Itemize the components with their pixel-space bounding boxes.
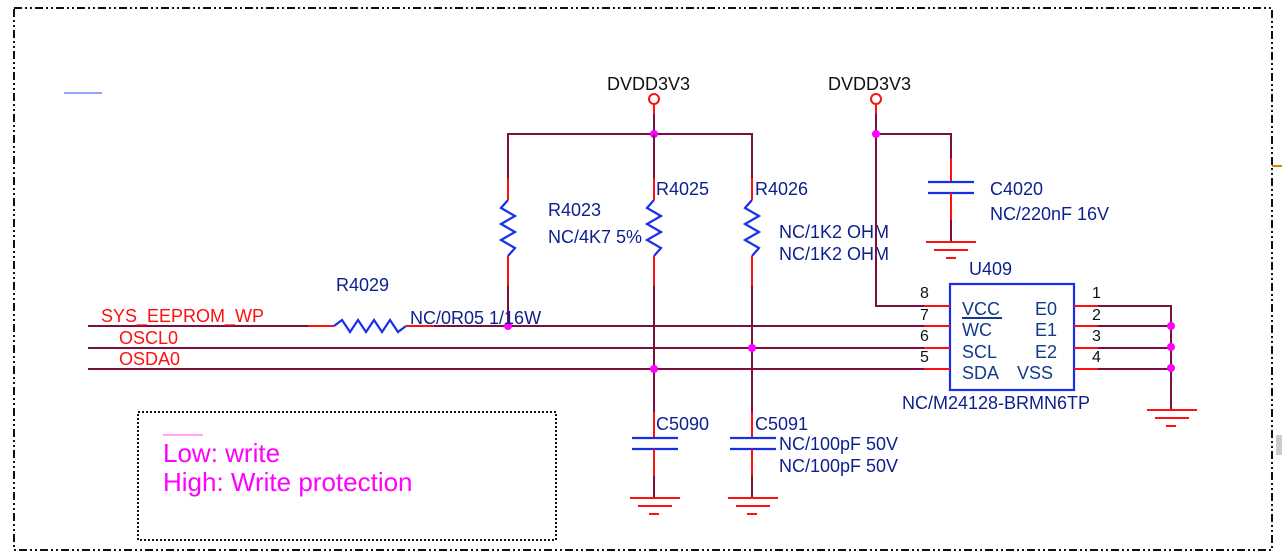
pin-name: E0 bbox=[1035, 299, 1057, 319]
pin-number: 4 bbox=[1092, 349, 1101, 366]
pin-name: SCL bbox=[962, 342, 997, 362]
tiny-label bbox=[163, 434, 203, 436]
net-label-oscl0[interactable]: OSCL0 bbox=[119, 328, 178, 348]
value-label: NC/100pF 50V bbox=[779, 456, 898, 476]
pin-number: 8 bbox=[920, 285, 929, 302]
ic-part: NC/M24128-BRMN6TP bbox=[902, 393, 1090, 413]
ground-icon bbox=[630, 497, 680, 515]
net-label-wp[interactable]: SYS_EEPROM_WP bbox=[101, 306, 264, 327]
wire-vdd-bus bbox=[507, 133, 753, 178]
ref-label: C5090 bbox=[656, 414, 709, 434]
ref-label: R4026 bbox=[755, 179, 808, 199]
pin-name: E2 bbox=[1035, 342, 1057, 362]
power-port-icon bbox=[648, 93, 660, 105]
capacitor-c5091[interactable] bbox=[730, 412, 776, 476]
pin-number: 5 bbox=[920, 349, 929, 366]
wire-vcc bbox=[875, 114, 924, 307]
sheet-border bbox=[13, 7, 1273, 551]
net-label-osda0[interactable]: OSDA0 bbox=[119, 349, 180, 369]
note-border bbox=[137, 411, 557, 541]
junction-dot bbox=[1167, 322, 1175, 330]
power-port-2[interactable]: DVDD3V3 bbox=[828, 74, 911, 105]
pin-number: 6 bbox=[920, 328, 929, 345]
wire-addr-gnd bbox=[1098, 305, 1172, 410]
ref-label: R4029 bbox=[336, 275, 389, 295]
junction-dot bbox=[1167, 343, 1175, 351]
junction-dot bbox=[504, 322, 512, 330]
ref-label: C4020 bbox=[990, 179, 1043, 199]
value-label: NC/0R05 1/16W bbox=[410, 308, 541, 328]
value-label: NC/100pF 50V bbox=[779, 434, 898, 454]
power-label: DVDD3V3 bbox=[607, 74, 690, 94]
pin-name: WC bbox=[962, 320, 992, 340]
resistor-r4025[interactable] bbox=[644, 178, 664, 286]
pin-name: VCC bbox=[962, 299, 1000, 319]
note-box: Low: write High: Write protection bbox=[137, 411, 557, 541]
resistor-r4029[interactable] bbox=[333, 318, 407, 334]
junction-dot bbox=[872, 130, 880, 138]
ground-icon bbox=[728, 497, 778, 515]
power-port-icon bbox=[870, 93, 882, 105]
capacitor-c4020[interactable] bbox=[928, 158, 974, 220]
junction-dot bbox=[650, 365, 658, 373]
junction-dot bbox=[748, 344, 756, 352]
ground-icon bbox=[926, 241, 976, 259]
pin-name: VSS bbox=[1017, 363, 1053, 383]
ref-label: R4025 bbox=[656, 179, 709, 199]
scrollbar-thumb[interactable] bbox=[1276, 435, 1282, 455]
pin-name: SDA bbox=[962, 363, 999, 383]
resistor-icon bbox=[742, 199, 762, 257]
resistor-r4026[interactable] bbox=[742, 178, 762, 286]
resistor-r4023[interactable] bbox=[498, 178, 518, 286]
value-label: NC/1K2 OHM bbox=[779, 244, 889, 264]
tiny-label bbox=[64, 92, 102, 94]
power-port-1[interactable]: DVDD3V3 bbox=[607, 74, 690, 105]
power-label: DVDD3V3 bbox=[828, 74, 911, 94]
resistor-icon bbox=[333, 318, 407, 334]
pin-number: 7 bbox=[920, 307, 929, 324]
ref-label: C5091 bbox=[755, 414, 808, 434]
resistor-icon bbox=[644, 199, 664, 257]
capacitor-c5090[interactable] bbox=[632, 412, 678, 476]
note-line-2: High: Write protection bbox=[163, 467, 413, 497]
note-line-1: Low: write bbox=[163, 438, 280, 468]
value-label: NC/4K7 5% bbox=[548, 227, 642, 247]
junction-dot bbox=[1167, 364, 1175, 372]
ic-ref: U409 bbox=[969, 259, 1012, 279]
pin-number: 3 bbox=[1092, 328, 1101, 345]
value-label: NC/220nF 16V bbox=[990, 204, 1109, 224]
pin-number: 2 bbox=[1092, 307, 1101, 324]
pin-number: 1 bbox=[1092, 285, 1101, 302]
pin-name: E1 bbox=[1035, 320, 1057, 340]
ic-u409[interactable]: U409 NC/M24128-BRMN6TP 8 7 6 5 1 2 3 4 V… bbox=[902, 259, 1101, 413]
ref-label: R4023 bbox=[548, 200, 601, 220]
resistor-icon bbox=[498, 199, 518, 257]
ic-body bbox=[948, 282, 1076, 392]
value-label: NC/1K2 OHM bbox=[779, 222, 889, 242]
ground-icon bbox=[1147, 409, 1197, 427]
